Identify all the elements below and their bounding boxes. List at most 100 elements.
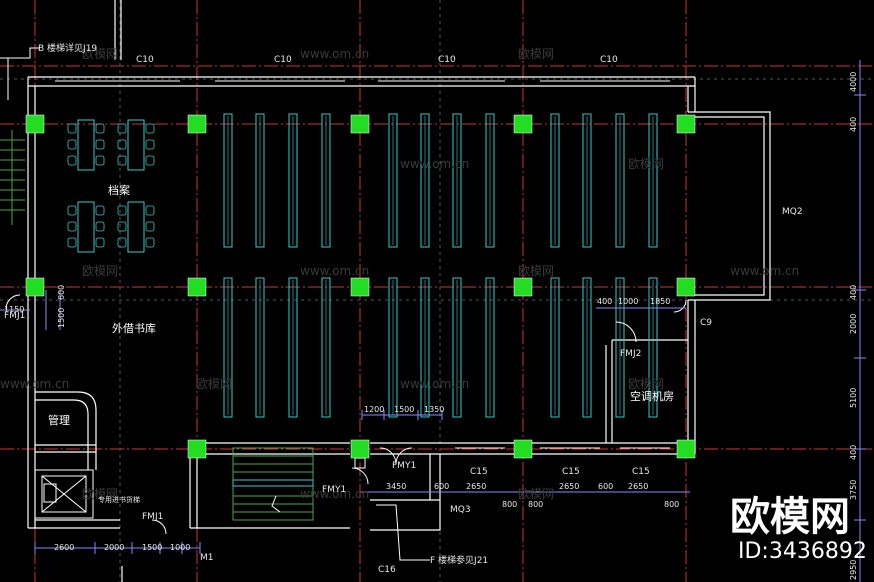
watermark-site: www.om.cn (400, 157, 469, 171)
chair (95, 237, 105, 248)
label-window-c15: C15 (470, 467, 488, 477)
dim-600: 600 (57, 285, 66, 300)
structural-column (25, 277, 45, 297)
label-door-fmj2: FMJ2 (620, 349, 641, 359)
dimension-lines (0, 60, 866, 582)
room-lending-library-label: 外借书库 (112, 322, 156, 335)
label-window-c10: C10 (600, 55, 618, 65)
structural-column (513, 277, 533, 297)
structural-column (25, 114, 45, 134)
structural-column (187, 114, 207, 134)
watermark-site: www.om.cn (300, 487, 369, 501)
elevator-shaft (34, 469, 94, 519)
dim-800: 800 (664, 500, 679, 509)
dim-600: 600 (598, 482, 613, 491)
chair (67, 205, 77, 216)
annotation-labels: B 楼梯详见J19 F 楼梯参见J21 专用进书货梯 C10 C10 C10 C… (4, 42, 803, 575)
book-shelf (452, 113, 462, 248)
structural-column (513, 114, 533, 134)
chair (67, 139, 77, 150)
dim-3450: 3450 (386, 482, 406, 491)
watermark-brand: 欧模网 (82, 47, 118, 61)
book-shelf (648, 277, 658, 418)
book-shelf (582, 277, 592, 418)
label-window-c10: C10 (438, 55, 456, 65)
stair-center (232, 447, 314, 521)
chair (67, 221, 77, 232)
structural-column (350, 114, 370, 134)
chair (95, 123, 105, 134)
dim-400: 400 (597, 297, 612, 306)
watermark-brand: 欧模网 (518, 47, 554, 61)
book-shelf (223, 113, 233, 248)
windows-top (55, 80, 670, 449)
book-shelf (550, 113, 560, 248)
label-window-c10: C10 (274, 55, 292, 65)
room-archive-label: 档案 (108, 183, 130, 197)
leader-lines (0, 47, 430, 561)
chair (95, 155, 105, 166)
note-stair-b: B 楼梯详见J19 (38, 42, 97, 54)
label-window-c15: C15 (562, 467, 580, 477)
book-shelf (485, 113, 495, 248)
book-shelf (452, 277, 462, 418)
chair (95, 221, 105, 232)
book-shelf (321, 113, 331, 248)
stair-left (0, 130, 25, 225)
label-elevator: 专用进书货梯 (98, 495, 140, 504)
chair (145, 237, 155, 248)
chair (145, 205, 155, 216)
dim-800: 800 (528, 500, 543, 509)
label-wall-mq2: MQ2 (782, 207, 803, 217)
chair (67, 123, 77, 134)
watermark-brand: 欧模网 (518, 487, 554, 501)
reading-table (127, 119, 145, 171)
book-shelf (255, 113, 265, 248)
chair (67, 237, 77, 248)
structural-column (350, 439, 370, 459)
dim-400: 400 (849, 117, 858, 132)
room-labels: 档案 外借书库 管理 空调机房 (48, 183, 674, 427)
dim-2600: 2600 (54, 543, 74, 552)
label-door-fmy1: FMY1 (392, 461, 416, 471)
label-window-c16: C16 (378, 565, 396, 575)
structural-column (676, 277, 696, 297)
chair (117, 205, 127, 216)
book-shelf (485, 277, 495, 418)
reading-tables (67, 119, 155, 253)
dim-1350: 1350 (424, 405, 444, 414)
book-shelf (648, 113, 658, 248)
structural-column (676, 439, 696, 459)
watermark-brand: 欧模网 (518, 264, 554, 278)
structural-column (187, 277, 207, 297)
doors (5, 294, 687, 535)
watermark-brand: 欧模网 (628, 377, 664, 391)
label-door-m1: M1 (200, 553, 214, 563)
structural-column (350, 277, 370, 297)
watermark-site: www.om.cn (300, 47, 369, 61)
dim-2950: 2950 (849, 560, 858, 580)
dim-1200: 1200 (364, 405, 384, 414)
watermark-site: www.om.cn (400, 377, 469, 391)
structural-column (187, 439, 207, 459)
book-shelf (388, 277, 398, 418)
chair (145, 139, 155, 150)
book-shelf (223, 277, 233, 418)
label-window-c10: C10 (136, 55, 154, 65)
dim-400: 400 (849, 445, 858, 460)
dimension-texts: 1150 600 1500 400 1000 1850 1200 1500 13… (4, 72, 858, 580)
book-shelf (288, 277, 298, 418)
label-door-fmj1: FMJ1 (142, 512, 163, 522)
label-window-c15: C15 (632, 467, 650, 477)
book-shelf (615, 277, 625, 418)
chair (145, 155, 155, 166)
walls (27, 0, 771, 582)
book-shelf (420, 113, 430, 248)
note-stair-f: F 楼梯参见J21 (430, 554, 488, 566)
reading-table (127, 201, 145, 253)
chair (145, 123, 155, 134)
dim-1000: 1000 (618, 297, 638, 306)
dim-2650: 2650 (559, 482, 579, 491)
book-shelves (223, 113, 658, 418)
